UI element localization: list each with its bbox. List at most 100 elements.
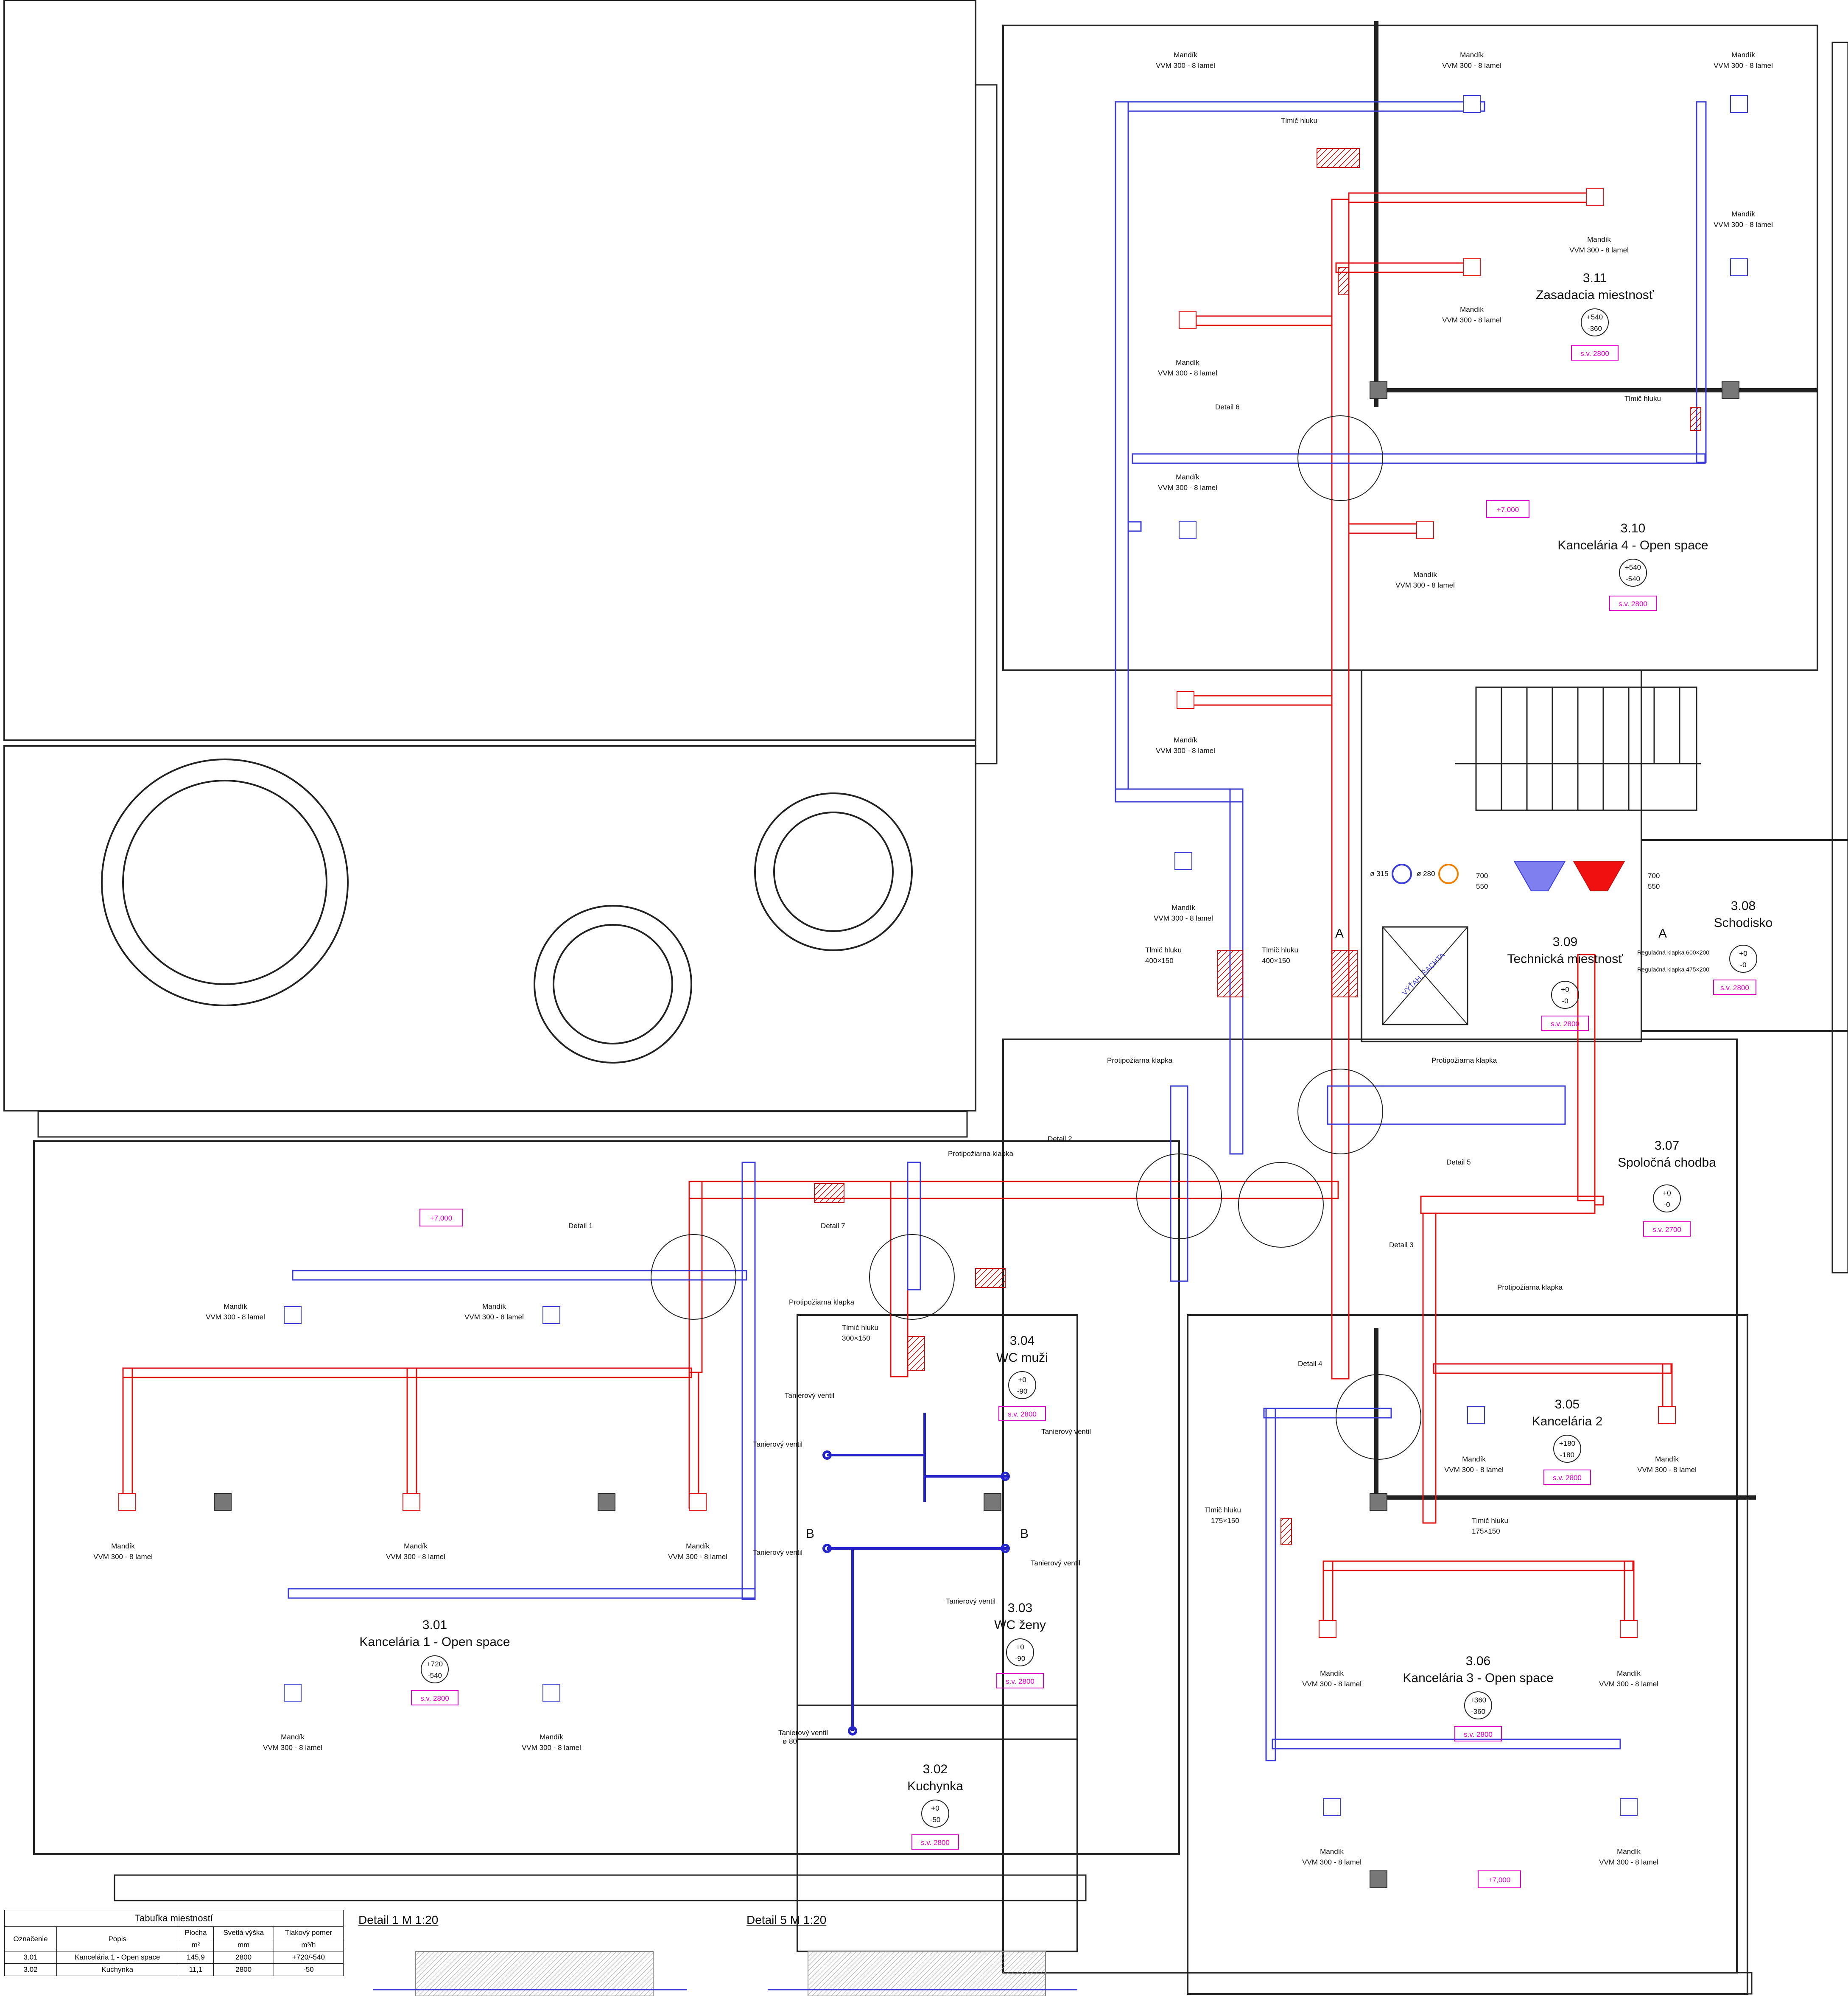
terminal-type: VVM 300 - 8 lamel [464, 1313, 524, 1321]
silencer-dim: 400×150 [1145, 957, 1174, 965]
terminal-type: VVM 300 - 8 lamel [1599, 1858, 1658, 1866]
terminal-icon [1658, 1406, 1676, 1424]
room-number: 3.01 [422, 1618, 447, 1632]
terminal-captions: Mandík VVM 300 - 8 lamel Mandík VVM 300 … [93, 51, 1773, 1866]
valve-label: Tanierový ventil [785, 1391, 834, 1400]
terminal-type: VVM 300 - 8 lamel [1156, 747, 1215, 755]
walls [3, 0, 1848, 1995]
room-name: Kancelária 2 [1532, 1414, 1603, 1428]
terminal-icon [1730, 95, 1748, 113]
level-markers: +7,000 +7,000 +7,000 [419, 500, 1529, 1888]
pressure-plus: +0 [1739, 949, 1747, 957]
pressure-plus: +0 [931, 1804, 939, 1812]
section-mark: B [806, 1527, 814, 1541]
columns [214, 381, 1739, 1888]
valve-dia: ø 80 [783, 1737, 797, 1745]
pressure-minus: -360 [1471, 1708, 1485, 1716]
valve-label: Tanierový ventil [753, 1440, 802, 1448]
pressure-minus: -540 [1626, 575, 1640, 583]
terminal-maker: Mandík [1320, 1669, 1344, 1677]
fire-damper-label: Protipožiarna klapka [948, 1150, 1014, 1158]
silencer-dim: 175×150 [1472, 1527, 1500, 1535]
pressure-plus: +0 [1561, 985, 1569, 994]
terminal-maker: Mandík [1174, 736, 1197, 744]
cell: +720/-540 [273, 1951, 344, 1964]
pressure-plus: +360 [1470, 1696, 1486, 1704]
pressure-minus: -0 [1740, 961, 1746, 969]
room-name: Kancelária 1 - Open space [359, 1635, 510, 1649]
terminal-maker: Mandík [111, 1542, 135, 1550]
table-row: 3.02 Kuchynka 11,1 2800 -50 [4, 1963, 344, 1976]
cell: 2800 [213, 1963, 274, 1976]
terminal-type: VVM 300 - 8 lamel [1442, 316, 1501, 324]
room-number: 3.04 [1010, 1334, 1034, 1348]
terminal-type: VVM 300 - 8 lamel [1442, 62, 1501, 70]
valve-label: Tanierový ventil [1031, 1559, 1080, 1567]
level-mark: +7,000 [430, 1214, 452, 1222]
level-mark: +7,000 [1488, 1876, 1510, 1884]
terminal-type: VVM 300 - 8 lamel [1444, 1466, 1504, 1474]
shaft-label: VÝŤAH. ŠACHTA [1401, 951, 1447, 997]
ceiling-height: s.v. 2800 [1619, 600, 1647, 608]
room-labels: 3.01 Kancelária 1 - Open space +720 -540… [359, 271, 1773, 1850]
detail-ref: Detail 2 [1048, 1135, 1072, 1143]
detail-ref: Detail 7 [821, 1222, 845, 1230]
detail-ref: Detail 1 [568, 1222, 593, 1230]
terminal-maker: Mandík [1655, 1455, 1679, 1463]
terminal-type: VVM 300 - 8 lamel [1714, 221, 1773, 229]
room-name: Technická miestnosť [1507, 952, 1623, 966]
terminal-type: VVM 300 - 8 lamel [1569, 246, 1629, 254]
terminal-type: VVM 300 - 8 lamel [1154, 914, 1213, 922]
terminal-icon [1730, 258, 1748, 276]
valve-label: Tanierový ventil [753, 1548, 802, 1556]
terminal-icon [542, 1306, 560, 1324]
cell: 2800 [213, 1951, 274, 1964]
detail-ref: Detail 6 [1215, 403, 1240, 411]
terminal-type: VVM 300 - 8 lamel [93, 1553, 153, 1561]
silencer-dim: 175×150 [1211, 1517, 1239, 1525]
table-title: Tabuľka miestností [4, 1910, 344, 1926]
room-number: 3.06 [1466, 1654, 1490, 1668]
dim: 550 [1648, 882, 1660, 890]
room-number: 3.09 [1553, 935, 1577, 949]
section-mark: A [1335, 927, 1344, 941]
fire-damper-label: Protipožiarna klapka [1431, 1056, 1497, 1064]
col-header: Označenie [4, 1926, 57, 1951]
ceiling-height: s.v. 2800 [1553, 1474, 1582, 1482]
ceiling-height: s.v. 2800 [921, 1839, 950, 1847]
terminal-type: VVM 300 - 8 lamel [1302, 1858, 1362, 1866]
cell: Kancelária 1 - Open space [56, 1951, 179, 1964]
col-header: Svetlá výška [213, 1926, 274, 1939]
ceiling-height: s.v. 2800 [1008, 1410, 1037, 1418]
unit: m² [178, 1939, 214, 1951]
ceiling-height: s.v. 2800 [1720, 984, 1749, 992]
silencers [814, 148, 1701, 1545]
terminal-maker: Mandík [482, 1302, 506, 1310]
detail-ref: Detail 5 [1446, 1158, 1471, 1166]
pressure-plus: +0 [1018, 1376, 1026, 1384]
silencer-label: Tlmič hluku [1624, 395, 1661, 403]
terminal-icon [1463, 95, 1481, 113]
terminal-maker: Mandík [281, 1733, 305, 1741]
section-mark: B [1020, 1527, 1029, 1541]
room-number: 3.11 [1583, 271, 1607, 285]
terminal-icon [1620, 1620, 1638, 1638]
room-name: Kuchynka [907, 1779, 963, 1793]
silencer-label: Tlmič hluku [1472, 1517, 1508, 1525]
pressure-minus: -540 [428, 1671, 442, 1680]
fan-dia: ø 315 [1370, 870, 1388, 878]
supply-ducts [122, 192, 1673, 1630]
silencer-dim: 400×150 [1262, 957, 1290, 965]
silencer-label: Tlmič hluku [1281, 117, 1317, 125]
valve-label: Tanierový ventil [778, 1729, 828, 1737]
lift-shaft: VÝŤAH. ŠACHTA [1382, 926, 1468, 1025]
terminal-type: VVM 300 - 8 lamel [1599, 1680, 1658, 1688]
pressure-plus: +180 [1559, 1439, 1575, 1447]
terminal-type: VVM 300 - 8 lamel [1395, 581, 1455, 589]
room-number: 3.03 [1008, 1601, 1032, 1615]
terminal-maker: Mandík [1171, 904, 1195, 912]
cell: 11,1 [178, 1963, 214, 1976]
fan-dia: ø 280 [1417, 870, 1435, 878]
pressure-minus: -0 [1663, 1201, 1670, 1209]
terminal-icon [1586, 188, 1604, 206]
